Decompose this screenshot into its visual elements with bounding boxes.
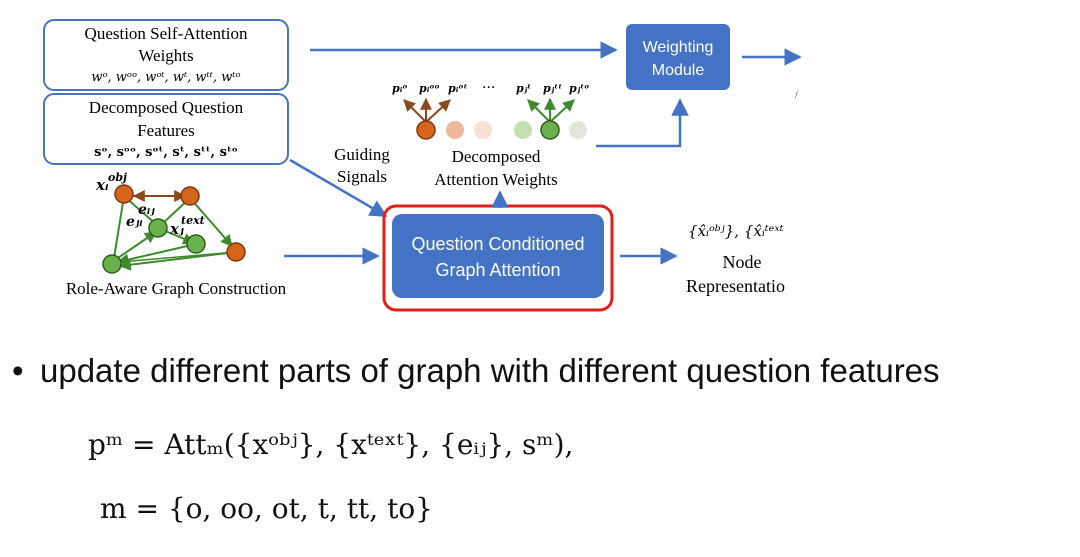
graph-label-x-obj-sup: obj xyxy=(108,171,127,184)
weighting-module-box xyxy=(626,24,730,90)
bullet-point: • update different parts of graph with di… xyxy=(12,352,1078,390)
graph-node-text-2 xyxy=(186,234,206,254)
graph-node-text-3 xyxy=(102,254,122,274)
node-rep-line1: Node xyxy=(723,252,762,272)
decomposed-features-title: Decomposed Question xyxy=(89,98,244,117)
equation-attention: pᵐ = Attₘ({xᵒᵇʲ}, {xᵗᵉˣᵗ}, {eᵢⱼ}, sᵐ), xyxy=(88,428,574,461)
self-attention-box xyxy=(43,19,289,91)
attn-node-orange-1 xyxy=(416,120,436,140)
attn-label-p-i-oo: pᵢᵒᵒ xyxy=(419,82,440,95)
attn-node-green-1 xyxy=(514,121,532,139)
attn-node-orange-3 xyxy=(474,121,492,139)
attn-node-orange-2 xyxy=(446,121,464,139)
weighting-module-line2: Module xyxy=(652,62,705,79)
arrow-guiding-signals xyxy=(289,158,388,218)
bullet-text: update different parts of graph with dif… xyxy=(40,352,940,389)
graph-label-x-obj: xᵢ xyxy=(95,176,109,194)
decomposed-weights-line2: Attention Weights xyxy=(434,170,557,189)
graph-label-x-text: xⱼ xyxy=(169,220,184,238)
graph-caption: Role-Aware Graph Construction xyxy=(66,279,287,298)
attn-label-p-i-ot: pᵢᵒᵗ xyxy=(448,82,468,95)
graph-attention-line1: Question Conditioned xyxy=(411,234,584,254)
graph-node-text-1 xyxy=(148,218,168,238)
graph-label-x-text-sup: text xyxy=(181,214,205,227)
self-attention-formula: wᵒ, wᵒᵒ, wᵒᵗ, wᵗ, wᵗᵗ, wᵗᵒ xyxy=(91,70,240,85)
decomposed-features-title2: Features xyxy=(137,121,195,140)
stray-mark: / xyxy=(795,90,798,101)
graph-label-e-ji: eⱼᵢ xyxy=(126,214,143,230)
decomposed-features-formula: sᵒ, sᵒᵒ, sᵒᵗ, sᵗ, sᵗᵗ, sᵗᵒ xyxy=(94,145,238,160)
node-rep-formula: {x̂ᵢᵒᵇʲ}, {x̂ᵢᵗᵉˣᵗ xyxy=(688,222,784,240)
attn-label-p-j-t: pⱼᵗ xyxy=(516,82,531,95)
graph-node-obj-3 xyxy=(226,242,246,262)
guiding-signals-line2: Signals xyxy=(337,167,387,186)
graph-label-e-ij: eᵢⱼ xyxy=(138,202,155,218)
attn-node-green-2 xyxy=(540,120,560,140)
graph-node-obj-1 xyxy=(114,184,134,204)
node-rep-line2: Representatio xyxy=(686,276,785,296)
guiding-signals-line1: Guiding xyxy=(334,145,390,164)
arrow-attn-to-module xyxy=(596,98,689,148)
decomposed-features-box xyxy=(43,93,289,165)
equation-m-set: m = {o, oo, ot, t, tt, to} xyxy=(100,492,433,525)
graph-node-obj-2 xyxy=(180,186,200,206)
attn-label-p-j-to: pⱼᵗᵒ xyxy=(569,82,589,95)
attn-node-green-3 xyxy=(569,121,587,139)
self-attention-title: Question Self-Attention xyxy=(85,24,248,43)
attn-label-p-j-tt: pⱼᵗᵗ xyxy=(543,82,562,95)
decomposed-weights-line1: Decomposed xyxy=(452,147,541,166)
bullet-dot-icon: • xyxy=(12,352,24,389)
role-aware-graph xyxy=(102,184,246,274)
diagram-canvas: Question Self-Attention Weights wᵒ, wᵒᵒ,… xyxy=(43,19,802,312)
weighting-module-line1: Weighting xyxy=(643,39,714,56)
attn-label-ellipsis: ··· xyxy=(482,80,495,96)
graph-attention-box xyxy=(392,214,604,298)
attn-label-p-i-o: pᵢᵒ xyxy=(392,82,407,95)
self-attention-title2: Weights xyxy=(138,46,193,65)
graph-attention-line2: Graph Attention xyxy=(435,260,560,280)
